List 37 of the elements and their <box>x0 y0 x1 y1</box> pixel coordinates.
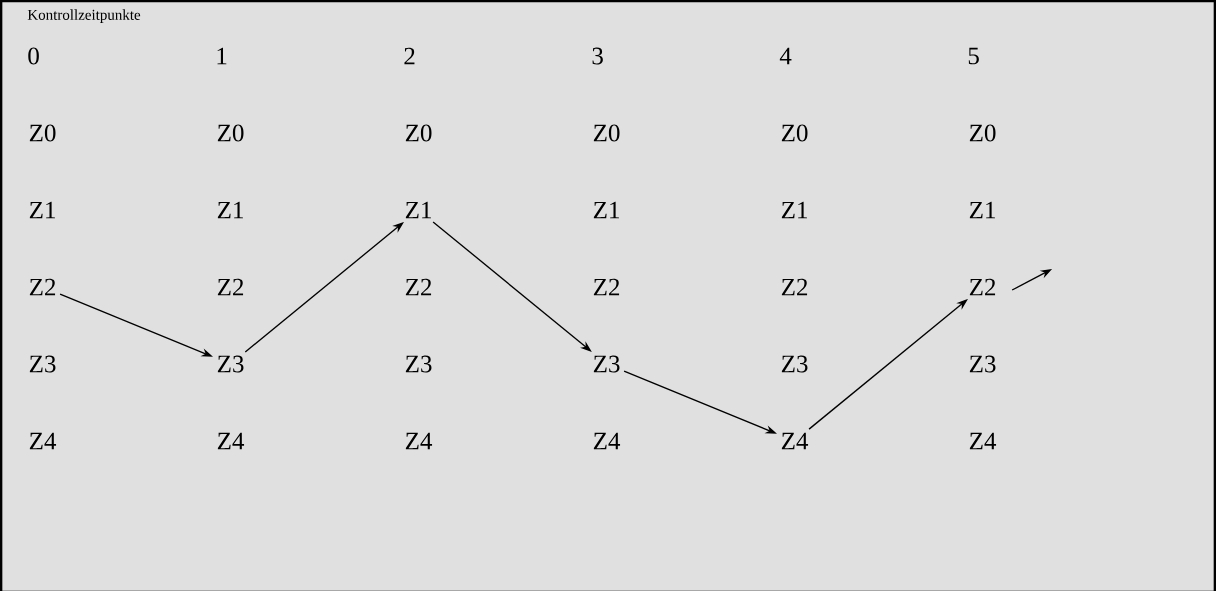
state-label: Z3 <box>29 355 56 373</box>
state-label: Z4 <box>593 432 621 450</box>
state-label: Z0 <box>29 124 56 142</box>
state-label: Z3 <box>593 355 620 373</box>
state-label: Z3 <box>969 355 996 373</box>
state-label: Z1 <box>217 201 243 219</box>
column-number: 0 <box>28 47 39 65</box>
state-label: Z4 <box>781 432 809 450</box>
state-label: Z4 <box>217 432 245 450</box>
state-label: Z4 <box>29 432 57 450</box>
state-label: Z2 <box>29 278 56 296</box>
state-label: Z2 <box>781 278 808 296</box>
state-label: Z4 <box>969 432 997 450</box>
column-number: 2 <box>404 47 415 65</box>
state-label: Z0 <box>405 124 432 142</box>
state-label: Z3 <box>217 355 244 373</box>
column-number: 1 <box>217 47 227 65</box>
column-number: 5 <box>968 47 979 65</box>
state-label: Z1 <box>593 201 619 219</box>
title: Kontrollzeitpunkte <box>27 9 141 23</box>
state-label: Z0 <box>969 124 996 142</box>
state-label: Z2 <box>217 278 244 296</box>
state-label: Z1 <box>969 201 995 219</box>
state-label: Z3 <box>781 355 808 373</box>
state-label: Z0 <box>217 124 244 142</box>
state-label: Z2 <box>593 278 620 296</box>
state-label: Z1 <box>405 201 431 219</box>
column-number: 3 <box>592 47 603 65</box>
state-label: Z1 <box>781 201 807 219</box>
state-label: Z1 <box>29 201 55 219</box>
state-label: Z3 <box>405 355 432 373</box>
state-label: Z2 <box>969 278 996 296</box>
column-number: 4 <box>779 47 792 65</box>
state-label: Z0 <box>593 124 620 142</box>
state-label: Z2 <box>405 278 432 296</box>
state-label: Z0 <box>781 124 808 142</box>
state-label: Z4 <box>405 432 433 450</box>
